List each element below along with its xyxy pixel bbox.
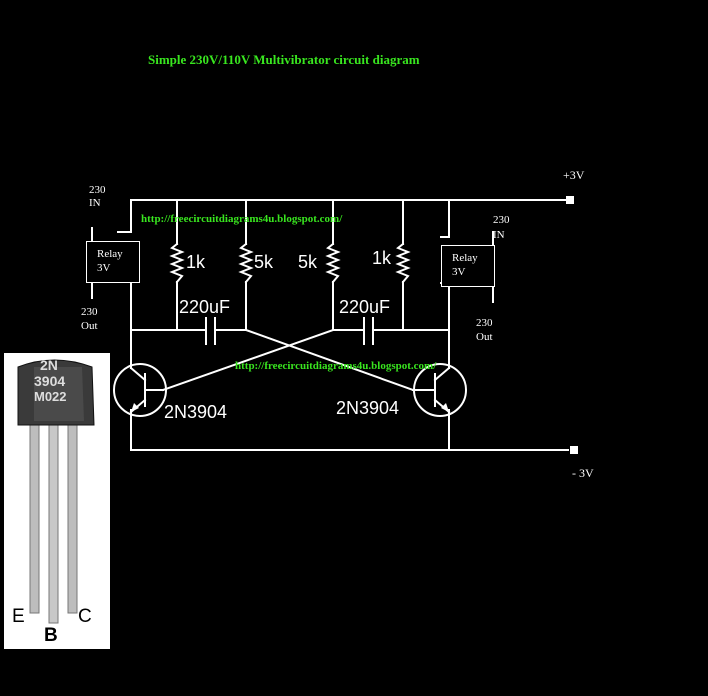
relay-left-in-label: IN bbox=[89, 197, 101, 209]
photo-marking-line1: 2N bbox=[40, 357, 58, 373]
relay-left-out-label: Out bbox=[81, 320, 98, 332]
resistor-label-2: 5k bbox=[254, 252, 274, 272]
relay-right-line2: 3V bbox=[452, 266, 466, 278]
resistor-1k-left bbox=[169, 242, 185, 284]
capacitor-label-left: 220uF bbox=[179, 297, 231, 317]
relay-left-line2: 3V bbox=[97, 262, 111, 274]
pin-label-c: C bbox=[78, 606, 92, 627]
relay-left: Relay 3V bbox=[86, 241, 140, 283]
resistor-5k-left bbox=[238, 242, 254, 284]
photo-marking-line2: 3904 bbox=[34, 373, 66, 389]
relay-left-out-number: 230 bbox=[81, 306, 98, 318]
negative-terminal bbox=[570, 446, 578, 454]
relay-right-out-number: 230 bbox=[476, 317, 493, 329]
negative-supply-label: - 3V bbox=[572, 466, 594, 480]
blog-url-middle: http://freecircuitdiagrams4u.blogspot.co… bbox=[235, 360, 437, 372]
transistor-left bbox=[113, 363, 167, 417]
resistor-label-1: 1k bbox=[186, 252, 206, 272]
photo-marking-line3: M022 bbox=[34, 389, 67, 404]
positive-terminal bbox=[566, 196, 574, 204]
pin-label-e: E bbox=[12, 606, 25, 627]
transistor-label-right: 2N3904 bbox=[336, 398, 400, 418]
relay-left-in-number: 230 bbox=[89, 184, 106, 196]
relay-left-line1: Relay bbox=[97, 248, 123, 260]
transistor-label-left: 2N3904 bbox=[164, 402, 228, 422]
resistor-5k-right bbox=[325, 242, 341, 284]
resistor-label-4: 1k bbox=[372, 248, 392, 268]
relay-right-in-number: 230 bbox=[493, 214, 510, 226]
capacitor-label-right: 220uF bbox=[339, 297, 391, 317]
pin-label-b: B bbox=[44, 625, 58, 646]
resistor-1k-right bbox=[395, 242, 411, 284]
blog-url-top: http://freecircuitdiagrams4u.blogspot.co… bbox=[141, 213, 343, 225]
transistor-photo: 2N 3904 M022 E B C bbox=[4, 353, 110, 649]
resistor-label-3: 5k bbox=[298, 252, 318, 272]
diagram-title: Simple 230V/110V Multivibrator circuit d… bbox=[148, 52, 420, 67]
relay-right-out-label: Out bbox=[476, 331, 493, 343]
relay-right: Relay 3V bbox=[441, 245, 495, 287]
positive-supply-label: +3V bbox=[563, 168, 585, 182]
relay-right-line1: Relay bbox=[452, 252, 478, 264]
relay-right-in-label: IN bbox=[493, 229, 505, 241]
